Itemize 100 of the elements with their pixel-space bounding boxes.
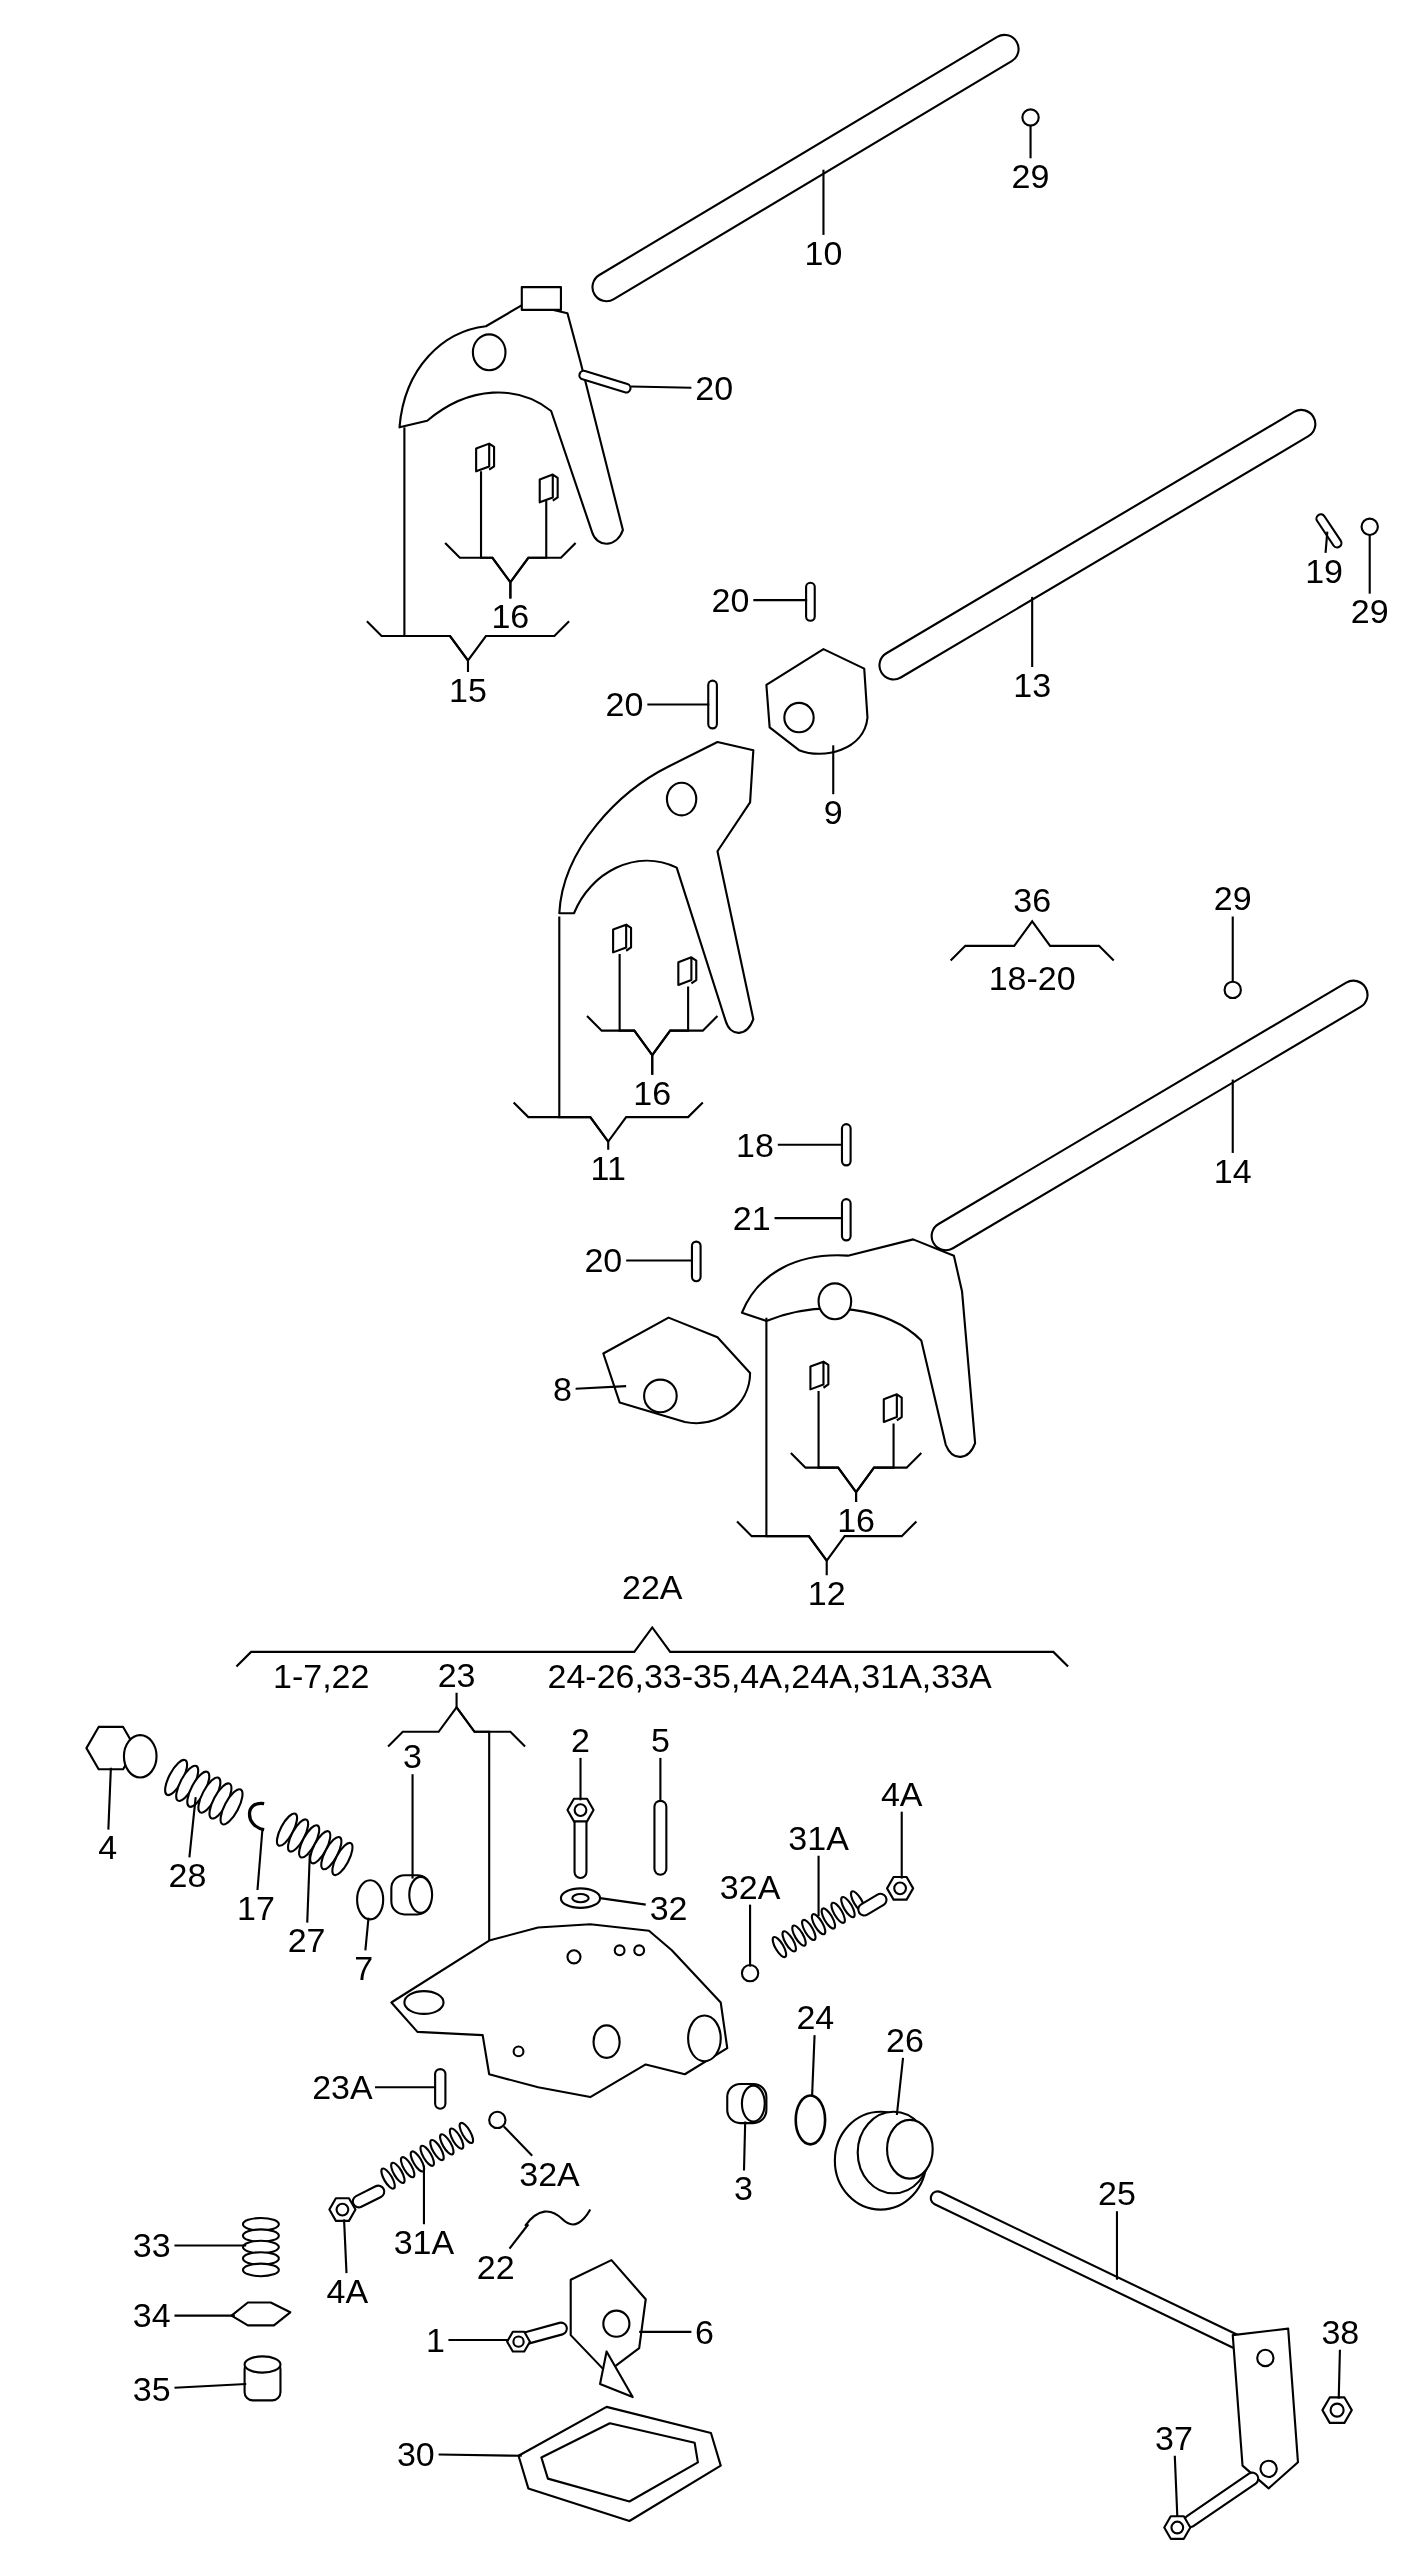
callout-number: 25: [1098, 2176, 1136, 2211]
spring-drawing: [275, 1812, 354, 1877]
callout-number: 14: [1213, 1153, 1252, 1188]
leader-line: [509, 500, 548, 599]
callout-label: 22A: [622, 1569, 683, 1604]
callout-number: 7: [354, 1951, 374, 1986]
nut-drawing: [1321, 2396, 1353, 2424]
callout-number: 30: [396, 2437, 435, 2472]
washer-drawing: [356, 1879, 385, 1921]
leader-line: [647, 703, 710, 706]
callout-number: 23A: [312, 2070, 373, 2105]
selector-drawing: [602, 1316, 752, 1425]
clip-drawing: [809, 1360, 830, 1391]
callout-number: 10: [804, 235, 843, 270]
leader-line: [375, 2086, 436, 2089]
circlip-drawing: [247, 1801, 265, 1832]
callout-number: 4A: [326, 2274, 369, 2308]
leader-line: [811, 2035, 816, 2098]
leader-line: [895, 2057, 905, 2116]
leader-line: [626, 1259, 693, 1262]
callout-number: 3: [734, 2171, 753, 2206]
leader-line: [599, 1897, 646, 1906]
callout-number: 20: [605, 687, 644, 722]
bushing-drawing: [726, 2082, 768, 2125]
callout-number: 29: [1213, 881, 1252, 916]
callout-number: 35: [132, 2371, 171, 2406]
callout-number: 26: [886, 2022, 924, 2057]
callout-number: 24: [796, 2000, 835, 2035]
callout-label: 1-7,22: [273, 1659, 370, 1694]
selector-drawing: [765, 648, 869, 755]
pin-drawing: [707, 679, 718, 730]
leader-line: [742, 2121, 747, 2171]
leader-line: [448, 2338, 509, 2342]
callout-number: 3: [403, 1739, 422, 1774]
clip-drawing: [538, 473, 559, 504]
ring-drawing: [794, 2094, 827, 2146]
callout-number: 37: [1155, 2420, 1193, 2455]
leader-line: [1115, 2211, 1119, 2280]
callout-number: 16: [633, 1075, 672, 1110]
pin-drawing: [690, 1240, 702, 1283]
leader-line: [411, 1774, 414, 1879]
callout-number: 4: [98, 1830, 118, 1865]
callout-number: 11: [590, 1150, 626, 1185]
callout-number: 32A: [519, 2156, 580, 2191]
pin-drawing: [805, 581, 816, 622]
bolt-drawing: [328, 2184, 386, 2222]
callout-number: 6: [694, 2314, 714, 2349]
clip-drawing: [677, 956, 698, 987]
callout-number: 15: [449, 672, 487, 707]
leader-line: [659, 1757, 662, 1802]
callout-number: 9: [823, 795, 843, 830]
leader-line: [765, 1317, 828, 1576]
ball-drawing: [488, 2110, 507, 2130]
bushing-drawing: [390, 1874, 434, 1916]
leader-line: [174, 2314, 235, 2317]
plug-drawing: [243, 2355, 282, 2402]
pin-drawing: [840, 1198, 852, 1242]
leader-line: [651, 986, 690, 1075]
leader-line: [558, 916, 610, 1150]
ball-drawing: [740, 1963, 760, 1983]
gasket-drawing: [517, 2405, 722, 2523]
leader-line: [575, 1385, 627, 1390]
spring-drawing: [164, 1758, 244, 1826]
callout-number: 20: [695, 371, 734, 406]
callout-number: 33: [132, 2228, 171, 2263]
leader-line: [343, 2219, 348, 2274]
leader-line: [503, 2125, 533, 2157]
callout-number: 18: [736, 1127, 774, 1162]
callout-number: 16: [837, 1502, 875, 1537]
bolt-drawing: [857, 1876, 915, 1917]
callout-number: 28: [168, 1858, 207, 1893]
leader-line: [753, 599, 808, 602]
callout-number: 5: [650, 1722, 670, 1757]
leader-line: [1337, 2349, 1341, 2399]
selector-lever-drawing: [569, 2259, 647, 2399]
leader-line: [579, 1757, 582, 1801]
pin-drawing: [434, 2068, 447, 2110]
callout-number: 31A: [788, 1820, 849, 1855]
callout-number: 13: [1013, 667, 1052, 702]
pin-drawing: [653, 1799, 668, 1876]
callout-label: 36: [1013, 883, 1052, 918]
shift-fork-drawing: [398, 286, 624, 545]
rubber-boot-drawing: [833, 2110, 934, 2211]
callout-number: 4A: [880, 1776, 923, 1811]
callout-number: 29: [1350, 594, 1389, 629]
callout-number: 19: [1305, 553, 1343, 588]
leader-line: [438, 2453, 522, 2457]
leader-line: [639, 2330, 692, 2333]
leader-line: [777, 1143, 844, 1146]
tilde-bracket: [524, 2209, 592, 2227]
leader-line: [1031, 596, 1034, 667]
callout-number: 23: [437, 1657, 476, 1692]
leader-line: [1173, 2455, 1179, 2517]
leader-line: [1324, 531, 1329, 553]
leader-line: [107, 1767, 112, 1830]
leader-line: [822, 169, 825, 235]
leader-line: [174, 2244, 247, 2247]
selector-housing-drawing: [390, 1923, 729, 2099]
leader-line: [256, 1827, 264, 1891]
spring-plate-drawing: [230, 2301, 292, 2327]
